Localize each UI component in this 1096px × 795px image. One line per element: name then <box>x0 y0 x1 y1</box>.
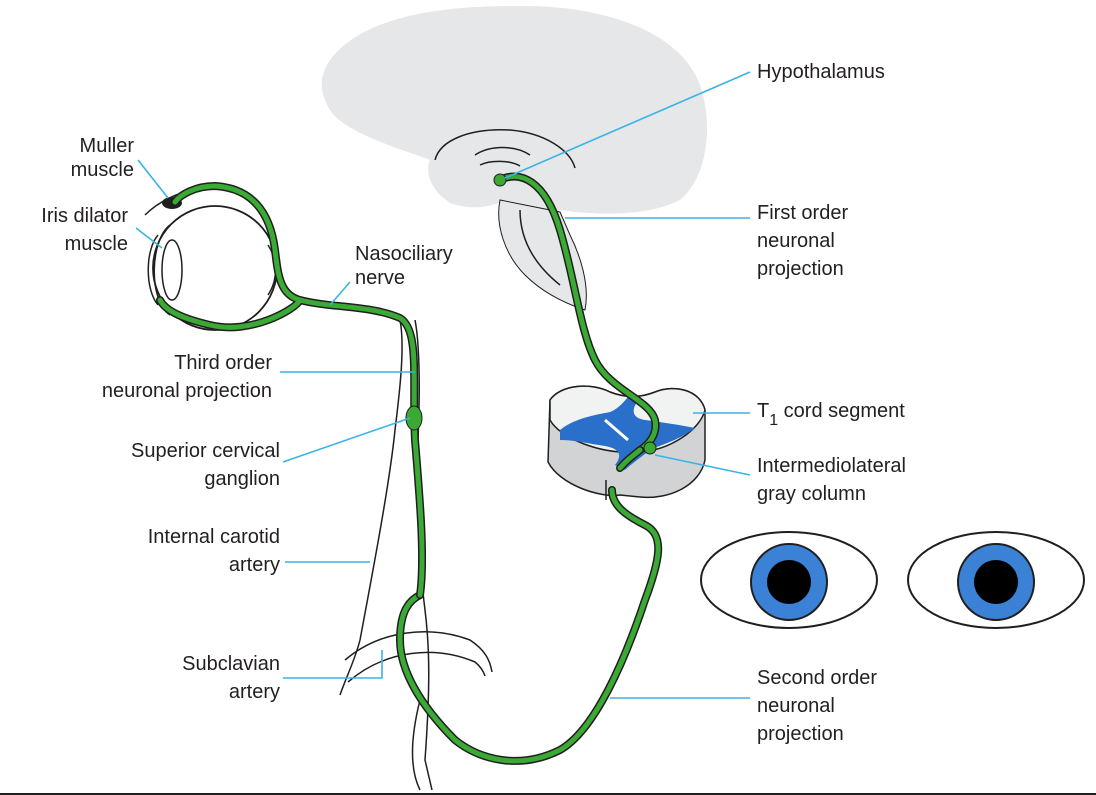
label-first-order-line1: First order <box>757 202 848 224</box>
label-hypothalamus: Hypothalamus <box>757 61 885 83</box>
label-iml-line1: Intermediolateral <box>757 455 906 477</box>
label-nasociliary-line2: nerve <box>355 267 405 289</box>
label-first-order-line3: projection <box>757 258 844 280</box>
label-t1-prefix: T <box>757 400 769 422</box>
label-iris-line2: muscle <box>65 233 128 255</box>
brainstem <box>498 199 587 311</box>
first-order-pathway <box>493 172 660 454</box>
label-ica-line1: Internal carotid <box>148 526 280 548</box>
label-iris-line1: Iris dilator <box>41 205 128 227</box>
label-second-order-line2: neuronal <box>757 695 835 717</box>
label-iml-line2: gray column <box>757 483 866 505</box>
labels: Hypothalamus First order neuronal projec… <box>41 61 906 745</box>
leader-lines <box>135 71 751 699</box>
superior-cervical-ganglion-marker <box>405 405 423 431</box>
gray-matter <box>560 395 695 470</box>
label-subclavian-line2: artery <box>229 681 280 703</box>
label-second-order-line1: Second order <box>757 667 877 689</box>
spinal-cord-segment <box>547 385 706 500</box>
label-t1-subscript: 1 <box>769 412 778 429</box>
second-order-pathway <box>396 441 663 765</box>
label-nasociliary-line1: Nasociliary <box>355 243 453 265</box>
brain <box>321 5 708 214</box>
label-first-order-line2: neuronal <box>757 230 835 252</box>
label-scg-line1: Superior cervical <box>131 440 280 462</box>
label-second-order-line3: projection <box>757 723 844 745</box>
label-third-order-line2: neuronal projection <box>102 380 272 402</box>
eye-icon-left <box>700 531 878 629</box>
label-muller-line1: Muller <box>80 135 135 157</box>
label-t1-suffix: cord segment <box>778 400 905 422</box>
label-scg-line2: ganglion <box>204 468 280 490</box>
third-order-pathway <box>156 182 427 599</box>
label-t1-cord-segment: T1 cord segment <box>757 400 905 429</box>
label-ica-line2: artery <box>229 554 280 576</box>
eye-icon-right <box>907 531 1085 629</box>
label-third-order-line1: Third order <box>174 352 272 374</box>
label-subclavian-line1: Subclavian <box>182 653 280 675</box>
label-muller-line2: muscle <box>71 159 134 181</box>
